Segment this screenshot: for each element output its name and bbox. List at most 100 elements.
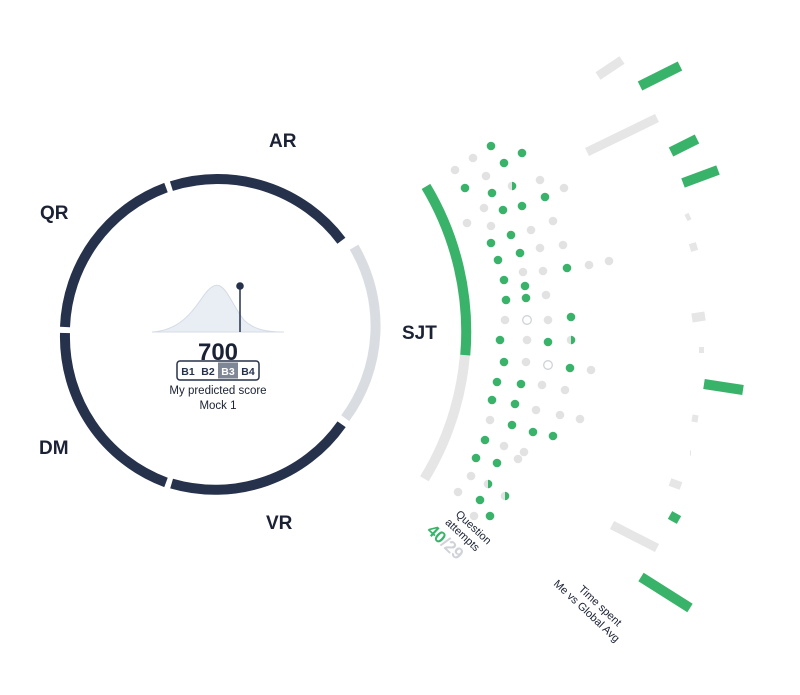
attempt-dot-correct	[486, 238, 496, 248]
time-bar-global-avg	[668, 478, 683, 490]
attempt-dot-skipped	[543, 360, 553, 370]
attempt-dot-correct	[510, 399, 520, 409]
attempt-dot-unanswered	[526, 225, 536, 235]
time-bar-me	[637, 61, 683, 91]
attempt-dot-unanswered	[466, 471, 476, 481]
attempt-dot-correct	[499, 158, 509, 168]
attempt-dot-unanswered	[537, 380, 547, 390]
time-bar-me	[703, 379, 744, 395]
attempt-dot-skipped	[522, 315, 532, 325]
attempt-dot-correct	[515, 248, 525, 258]
attempt-dot-correct	[507, 420, 517, 430]
time-bar-global-avg	[691, 311, 706, 323]
attempt-dot-correct	[498, 205, 508, 215]
band-b1[interactable]: B1	[181, 366, 195, 378]
sjt-progress-fill	[421, 183, 472, 356]
attempt-dot-unanswered	[519, 447, 529, 457]
attempt-dot-unanswered	[538, 266, 548, 276]
question-attempt-dots	[450, 141, 614, 521]
sjt-progress-arc	[420, 183, 472, 482]
attempt-dot-unanswered	[513, 454, 523, 464]
segment-ar-arc[interactable]	[169, 174, 346, 244]
attempt-dot-correct	[566, 312, 576, 322]
attempt-dot-unanswered	[479, 203, 489, 213]
attempt-dot-unanswered	[453, 487, 463, 497]
time-bar-me	[668, 134, 700, 157]
attempt-dot-correct	[499, 357, 509, 367]
score-distribution	[151, 282, 284, 333]
attempt-dot-unanswered	[586, 365, 596, 375]
segment-label-qr: QR	[40, 203, 69, 224]
attempt-dot-correct	[543, 337, 553, 347]
band-b4[interactable]: B4	[241, 366, 255, 378]
attempt-dot-unanswered	[543, 315, 553, 325]
attempt-dot-correct	[565, 363, 575, 373]
attempt-dot-correct	[487, 188, 497, 198]
attempt-dot-unanswered	[486, 221, 496, 231]
attempt-dot-partial-fill	[512, 181, 517, 191]
segment-label-sjt: SJT	[402, 323, 437, 344]
attempt-dot-partial-fill	[488, 479, 493, 489]
attempt-dot-correct	[540, 192, 550, 202]
band-selector: B1 B2 B3 B4	[176, 360, 260, 381]
attempt-dot-unanswered	[604, 256, 614, 266]
attempt-dot-correct	[493, 255, 503, 265]
time-bar-me	[681, 165, 720, 188]
segment-qr-arc[interactable]	[60, 182, 168, 328]
attempt-dot-unanswered	[518, 267, 528, 277]
attempt-dot-unanswered	[555, 410, 565, 420]
attempt-dot-correct	[501, 295, 511, 305]
attempt-dot-unanswered	[584, 260, 594, 270]
time-spent-bars	[585, 56, 744, 613]
attempt-dot-correct	[480, 435, 490, 445]
time-bar-me	[667, 511, 682, 524]
attempt-dot-unanswered	[521, 357, 531, 367]
band-b3[interactable]: B3	[221, 366, 235, 378]
attempt-dot-unanswered	[485, 415, 495, 425]
score-marker-dot	[236, 282, 244, 290]
attempt-dot-correct	[562, 263, 572, 273]
time-bar-me	[638, 572, 693, 613]
attempt-dot-unanswered	[499, 441, 509, 451]
attempt-dot-correct	[487, 395, 497, 405]
attempt-dot-correct	[495, 335, 505, 345]
attempt-dot-correct	[516, 379, 526, 389]
attempt-dot-correct	[460, 183, 470, 193]
attempt-dot-unanswered	[575, 414, 585, 424]
time-bar-global-avg	[609, 520, 660, 553]
attempt-dot-correct	[492, 377, 502, 387]
mock-label: Mock 1	[199, 400, 236, 412]
attempt-dot-unanswered	[500, 315, 510, 325]
segment-vr-arc[interactable]	[170, 421, 346, 495]
attempt-dot-unanswered	[558, 240, 568, 250]
segment-label-ar: AR	[269, 131, 297, 152]
attempt-dot-unanswered	[462, 218, 472, 228]
attempt-dot-partial-fill	[571, 335, 576, 345]
band-b2[interactable]: B2	[201, 366, 215, 378]
time-bar-global-avg	[585, 113, 659, 157]
attempt-dot-unanswered	[535, 243, 545, 253]
attempt-dot-correct	[517, 148, 527, 158]
attempt-dot-unanswered	[522, 335, 532, 345]
attempt-dot-unanswered	[535, 175, 545, 185]
distribution-curve	[151, 284, 284, 333]
time-bar-global-avg	[595, 56, 625, 80]
attempt-dot-correct	[520, 281, 530, 291]
attempt-dot-unanswered	[450, 165, 460, 175]
segment-sjt-arc[interactable]	[341, 244, 381, 422]
attempt-dot-correct	[492, 458, 502, 468]
attempt-dot-unanswered	[541, 290, 551, 300]
attempt-dot-unanswered	[548, 216, 558, 226]
attempt-dot-partial-fill	[505, 491, 510, 501]
segment-dm-arc[interactable]	[59, 332, 168, 488]
attempt-dot-correct	[517, 201, 527, 211]
attempt-dot-correct	[471, 453, 481, 463]
attempt-dot-correct	[528, 427, 538, 437]
segment-label-dm: DM	[39, 438, 69, 459]
attempt-dot-correct	[521, 293, 531, 303]
attempt-dot-unanswered	[560, 385, 570, 395]
question-attempts-caption: Question attempts 40/29	[423, 508, 493, 563]
predicted-score-caption: My predicted score	[169, 385, 266, 397]
segment-label-vr: VR	[266, 513, 293, 534]
time-spent-caption: Time spent Me vs Global Avg	[551, 578, 624, 645]
